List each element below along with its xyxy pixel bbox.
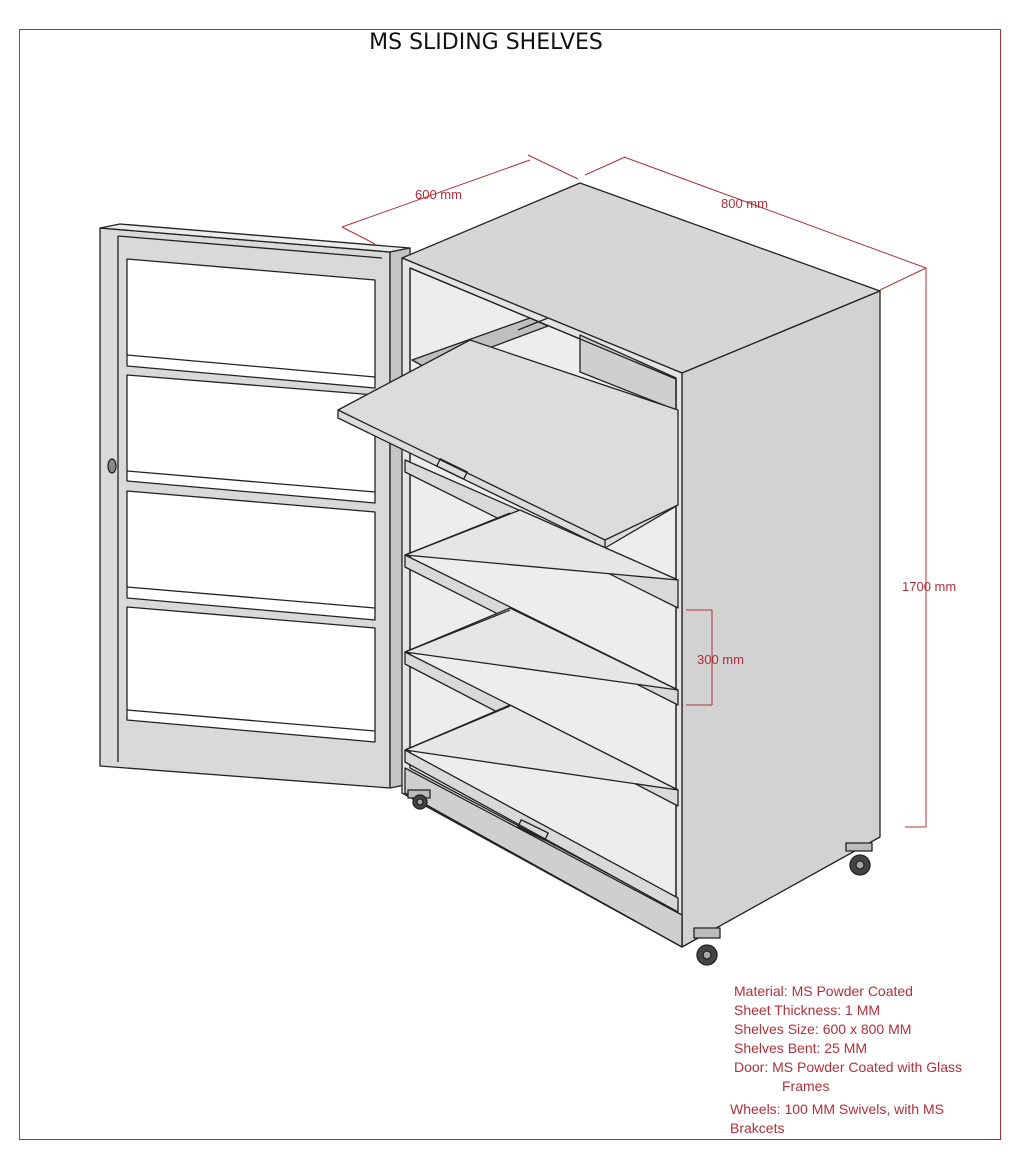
specifications-block: Material: MS Powder Coated Sheet Thickne… [730, 982, 995, 1138]
spec-door: Door: MS Powder Coated with Glass [734, 1059, 962, 1075]
height-dimension-label: 1700 mm [902, 579, 957, 594]
spec-bent: Shelves Bent: 25 MM [734, 1040, 868, 1056]
shelf-spacing-dimension-label: 300 mm [697, 652, 744, 667]
spec-wheels: Wheels: 100 MM Swivels, with MS [730, 1101, 944, 1117]
depth-dimension-label: 600 mm [415, 187, 462, 202]
width-dimension-label: 800 mm [721, 196, 768, 211]
drawing-frame [19, 29, 1001, 1140]
spec-wheels-cont: Brakcets [730, 1120, 785, 1136]
drawing-title: MS SLIDING SHELVES [369, 30, 603, 55]
spec-shelf-size: Shelves Size: 600 x 800 MM [734, 1021, 912, 1037]
wheel-icon [407, 789, 873, 966]
glass-door [99, 223, 411, 789]
spec-material: Material: MS Powder Coated [734, 983, 913, 999]
dimension-lines [341, 154, 927, 828]
spec-door-cont: Frames [782, 1078, 830, 1094]
spec-thickness: Sheet Thickness: 1 MM [734, 1002, 881, 1018]
door-lock-icon [107, 458, 117, 474]
